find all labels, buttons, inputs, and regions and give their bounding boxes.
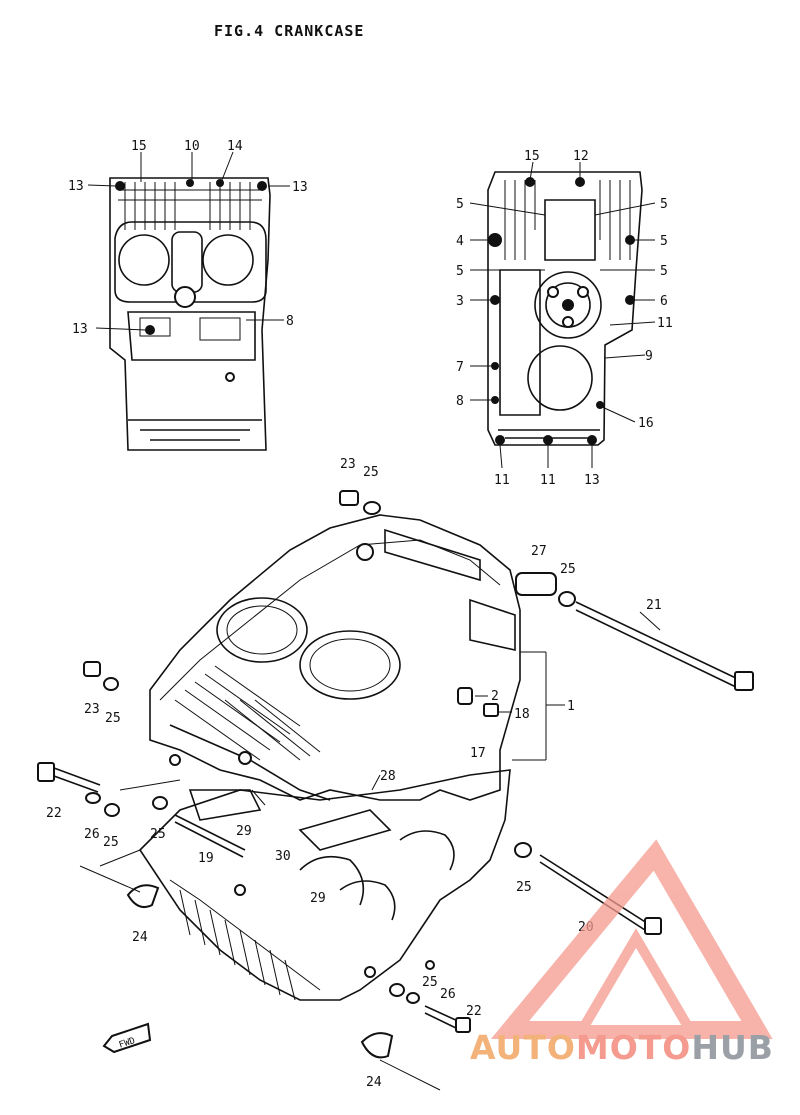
main-exploded-view: FWD 23 25 27 25 21 2 18 1 17 23 25 22 26… bbox=[37, 457, 754, 1091]
callout-m-30: 30 bbox=[275, 849, 291, 864]
watermark-text: AUTOMOTOHUB bbox=[470, 1028, 774, 1067]
callout-ur-5c: 5 bbox=[660, 234, 668, 249]
callout-m-25f: 25 bbox=[516, 880, 532, 895]
callout-ur-16: 16 bbox=[638, 416, 654, 431]
watermark-logo bbox=[490, 839, 773, 1039]
callout-ur-8: 8 bbox=[456, 394, 464, 409]
callout-ul-8: 8 bbox=[286, 314, 294, 329]
upper-left-view: 15 10 14 13 13 13 8 bbox=[68, 139, 308, 451]
callout-ur-15: 15 bbox=[524, 149, 540, 164]
callout-m-29a: 29 bbox=[236, 824, 252, 839]
callout-ur-3: 3 bbox=[456, 294, 464, 309]
callout-ur-6: 6 bbox=[660, 294, 668, 309]
figure-title: FIG.4 CRANKCASE bbox=[214, 22, 365, 40]
watermark-part-2: MOTO bbox=[575, 1028, 692, 1067]
nut-23-top bbox=[339, 490, 359, 506]
callout-ur-9: 9 bbox=[645, 349, 653, 364]
callout-ur-5d: 5 bbox=[456, 264, 464, 279]
callout-ur-12: 12 bbox=[573, 149, 589, 164]
callout-m-25e: 25 bbox=[150, 827, 166, 842]
callout-ur-4: 4 bbox=[456, 234, 464, 249]
callout-m-27: 27 bbox=[531, 544, 547, 559]
callout-m-2: 2 bbox=[491, 689, 499, 704]
callout-ur-11a: 11 bbox=[657, 316, 673, 331]
callout-m-24b: 24 bbox=[366, 1075, 382, 1090]
callout-ur-5a: 5 bbox=[456, 197, 464, 212]
callout-ul-13c: 13 bbox=[72, 322, 88, 337]
callout-ul-15: 15 bbox=[131, 139, 147, 154]
watermark-part-3: HUB bbox=[691, 1028, 774, 1067]
callout-m-25g: 25 bbox=[422, 975, 438, 990]
sleeve-27 bbox=[515, 572, 557, 596]
callout-m-26b: 26 bbox=[440, 987, 456, 1002]
callout-ur-11c: 11 bbox=[540, 473, 556, 488]
callout-ur-7: 7 bbox=[456, 360, 464, 375]
callout-ul-13b: 13 bbox=[292, 180, 308, 195]
callout-m-21: 21 bbox=[646, 598, 662, 613]
callout-m-17: 17 bbox=[470, 746, 486, 761]
callout-m-24a: 24 bbox=[132, 930, 148, 945]
callout-m-26a: 26 bbox=[84, 827, 100, 842]
callout-ur-11b: 11 bbox=[494, 473, 510, 488]
callout-ul-13a: 13 bbox=[68, 179, 84, 194]
callout-m-25c: 25 bbox=[105, 711, 121, 726]
callout-m-18: 18 bbox=[514, 707, 530, 722]
callout-m-29b: 29 bbox=[310, 891, 326, 906]
callout-ur-5b: 5 bbox=[660, 197, 668, 212]
callout-m-25b: 25 bbox=[560, 562, 576, 577]
callout-m-23a: 23 bbox=[340, 457, 356, 472]
callout-ur-13: 13 bbox=[584, 473, 600, 488]
callout-m-28: 28 bbox=[380, 769, 396, 784]
fwd-label: FWD bbox=[118, 1036, 137, 1051]
watermark-part-1: AUTO bbox=[470, 1028, 576, 1067]
callout-m-19: 19 bbox=[198, 851, 214, 866]
upper-right-view: 15 12 5 5 4 5 5 5 3 6 11 7 9 8 16 11 11 … bbox=[456, 149, 673, 488]
callout-m-22a: 22 bbox=[46, 806, 62, 821]
fwd-direction-tag: FWD bbox=[102, 1022, 152, 1054]
callout-ur-5e: 5 bbox=[660, 264, 668, 279]
callout-ul-10: 10 bbox=[184, 139, 200, 154]
callout-m-22b: 22 bbox=[466, 1004, 482, 1019]
callout-m-23b: 23 bbox=[84, 702, 100, 717]
callout-m-1: 1 bbox=[567, 699, 575, 714]
callout-m-25a: 25 bbox=[363, 465, 379, 480]
callout-ul-14: 14 bbox=[227, 139, 243, 154]
callout-m-25d: 25 bbox=[103, 835, 119, 850]
